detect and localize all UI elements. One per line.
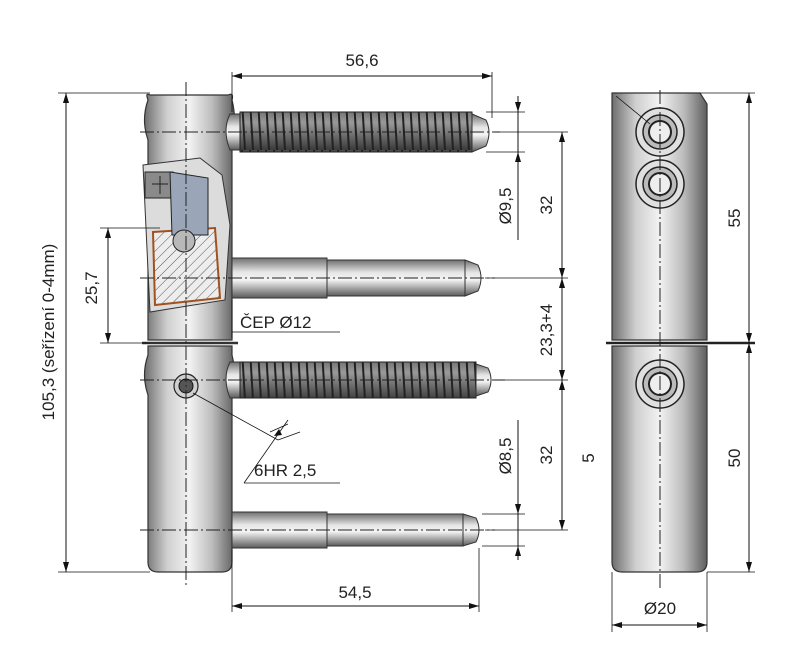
dimension-screw-bottom-dia: Ø8,5 — [482, 420, 525, 560]
side-top-label: 55 — [725, 209, 744, 228]
dim-total-height-label: 105,3 (seřízení 0-4mm) — [39, 244, 58, 421]
dimension-screw-top-dia: Ø9,5 — [486, 96, 525, 240]
cut-fragment-label: 5 — [579, 453, 598, 462]
sectional-cut — [142, 157, 231, 313]
screw-top-dia-label: Ø9,5 — [496, 188, 515, 225]
dim-inset-height-label: 25,7 — [82, 271, 101, 304]
dimension-spacing-chain: 32 23,3+4 32 5 — [485, 131, 598, 531]
spacing-top-label: 32 — [537, 196, 556, 215]
spacing-mid-label: 23,3+4 — [537, 304, 556, 356]
dim-width-top-label: 56,6 — [345, 51, 378, 70]
side-diameter-label: Ø20 — [644, 599, 676, 618]
spacing-bottom-label: 32 — [537, 446, 556, 465]
screw-bottom-dia-label: Ø8,5 — [496, 438, 515, 475]
side-view-upper — [611, 92, 708, 341]
dimension-side-diameter: Ø20 — [611, 572, 708, 632]
dimension-side-top: 55 — [700, 92, 755, 343]
centerlines-front — [140, 82, 505, 585]
hex-key-label: 6HR 2,5 — [254, 461, 316, 480]
side-leader — [615, 95, 651, 125]
side-bottom-label: 50 — [725, 449, 744, 468]
dimension-total-height: 105,3 (seřízení 0-4mm) — [39, 92, 150, 573]
dimension-width-top: 56,6 — [231, 51, 493, 118]
dimension-side-bottom: 50 — [707, 343, 755, 573]
pin-diameter-callout: ČEP Ø12 — [231, 300, 340, 338]
hex-key-callout: 6HR 2,5 — [192, 392, 340, 484]
dim-width-bottom-label: 54,5 — [338, 583, 371, 602]
dimension-inset-height: 25,7 — [82, 227, 160, 344]
dimension-width-bottom: 54,5 — [231, 548, 480, 612]
pin-diameter-label: ČEP Ø12 — [240, 313, 312, 332]
